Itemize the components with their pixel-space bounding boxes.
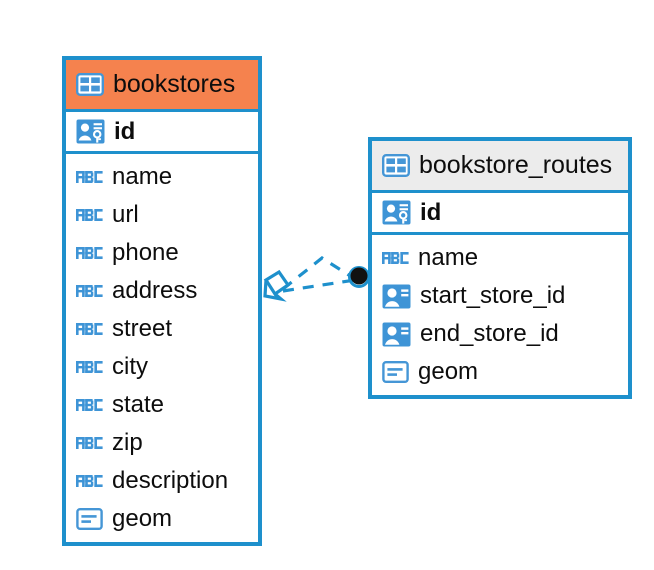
foreign-key-icon (382, 284, 411, 308)
abc-text-icon (76, 171, 103, 183)
table-icon (382, 154, 410, 177)
field-label: end_store_id (420, 320, 559, 347)
field-row[interactable]: city (76, 348, 248, 386)
field-label: state (112, 391, 165, 418)
field-row[interactable]: description (76, 462, 248, 500)
field-row-pk[interactable]: id (372, 190, 628, 235)
field-label: name (112, 163, 173, 190)
abc-text-icon (76, 361, 103, 373)
field-label: geom (418, 358, 479, 385)
field-label: geom (112, 505, 173, 532)
abc-text-icon (76, 285, 103, 297)
field-row[interactable]: name (76, 158, 248, 196)
field-row[interactable]: geom (382, 353, 618, 391)
field-row[interactable]: address (76, 272, 248, 310)
field-label: phone (112, 239, 179, 266)
entity-bookstore-routes[interactable]: bookstore_routes id (368, 137, 632, 399)
field-row[interactable]: url (76, 196, 248, 234)
abc-text-icon (382, 252, 409, 264)
entity-header-bookstore-routes: bookstore_routes (372, 141, 628, 190)
relationship-line-lower (282, 278, 356, 293)
field-label: city (112, 353, 148, 380)
entity-title: bookstores (113, 70, 236, 98)
entity-bookstores[interactable]: bookstores id (62, 56, 262, 546)
abc-text-icon (76, 247, 103, 259)
field-label: start_store_id (420, 282, 566, 309)
field-label: id (420, 198, 442, 226)
field-row[interactable]: state (76, 386, 248, 424)
field-row[interactable]: street (76, 310, 248, 348)
geometry-icon (382, 361, 409, 384)
abc-text-icon (76, 475, 103, 487)
field-row[interactable]: geom (76, 500, 248, 538)
relationship-line-upper (282, 256, 356, 291)
field-label: description (112, 467, 229, 494)
foreign-key-icon (382, 322, 411, 346)
field-row[interactable]: start_store_id (382, 277, 618, 315)
entity-header-bookstores: bookstores (66, 60, 258, 109)
field-row[interactable]: name (382, 239, 618, 277)
field-label: url (112, 201, 139, 228)
field-row[interactable]: end_store_id (382, 315, 618, 353)
field-label: address (112, 277, 198, 304)
primary-key-icon (382, 200, 411, 225)
abc-text-icon (76, 437, 103, 449)
crows-foot-diamond-marker (263, 269, 291, 302)
abc-text-icon (76, 399, 103, 411)
field-label: zip (112, 429, 143, 456)
field-row[interactable]: zip (76, 424, 248, 462)
geometry-icon (76, 508, 103, 531)
primary-key-icon (76, 119, 105, 144)
table-icon (76, 73, 104, 96)
abc-text-icon (76, 209, 103, 221)
field-label: name (418, 244, 479, 271)
field-row-pk[interactable]: id (66, 109, 258, 154)
field-label: street (112, 315, 173, 342)
filled-circle-marker (348, 266, 370, 288)
field-label: id (114, 117, 136, 145)
field-list-bookstore-routes: name start_store_id (372, 235, 628, 397)
field-row[interactable]: phone (76, 234, 248, 272)
field-list-bookstores: name url (66, 154, 258, 544)
entity-title: bookstore_routes (419, 151, 613, 179)
abc-text-icon (76, 323, 103, 335)
